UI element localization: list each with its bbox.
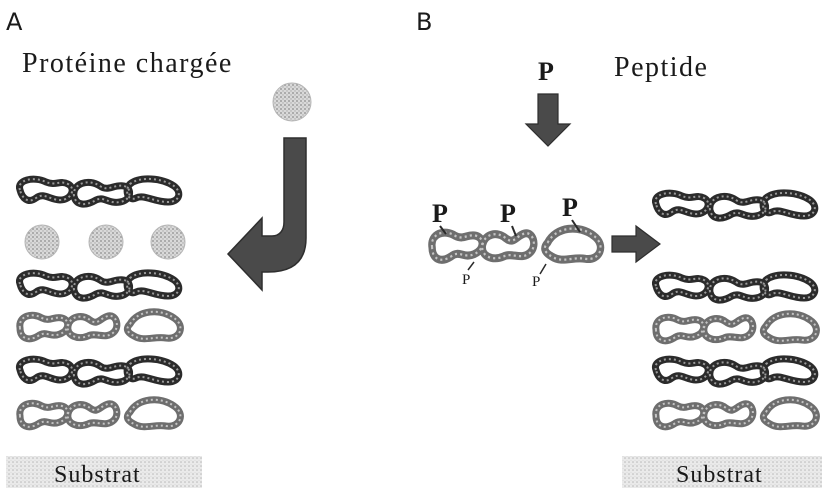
protein-sphere: [151, 225, 185, 259]
dark-strand-row: [19, 273, 178, 298]
substrate-label-a: Substrat: [54, 462, 141, 488]
light-strand-row: [656, 314, 817, 341]
dark-strand-row: [655, 193, 814, 218]
peptide-bound-strand: [432, 220, 601, 274]
substrate-stack-b: [655, 193, 816, 427]
down-arrow-icon: [526, 94, 570, 146]
dark-strand-row: [655, 359, 814, 384]
curved-arrow-icon: [228, 138, 306, 290]
dark-strand-row: [19, 179, 178, 204]
light-strand-row: [20, 312, 181, 339]
bound-peptide-label: P: [432, 199, 448, 228]
light-strand-row: [432, 229, 601, 260]
panel-a-title: Protéine chargée: [22, 48, 233, 79]
protein-sphere: [25, 225, 59, 259]
protein-sphere: [89, 225, 123, 259]
dark-strand-row: [655, 275, 814, 300]
peptide-symbol: P: [538, 57, 554, 86]
bound-peptide-label: P: [562, 193, 578, 222]
bound-peptide-small-label: P: [532, 274, 540, 290]
panel-b-title: Peptide: [614, 52, 709, 83]
bound-peptide-small-label: P: [462, 272, 470, 288]
substrate-label-b: Substrat: [676, 462, 763, 488]
charged-protein-sphere: [273, 83, 311, 121]
substrate-stack-a: [19, 179, 185, 427]
bound-peptide-label: P: [500, 199, 516, 228]
right-arrow-icon: [612, 226, 660, 262]
panel-a-letter: A: [6, 8, 23, 36]
peptide-tether: [540, 264, 546, 274]
light-strand-row: [656, 400, 817, 427]
panel-b-letter: B: [416, 8, 432, 36]
light-strand-row: [20, 400, 181, 427]
peptide-tether: [468, 262, 474, 270]
dark-strand-row: [19, 359, 178, 384]
